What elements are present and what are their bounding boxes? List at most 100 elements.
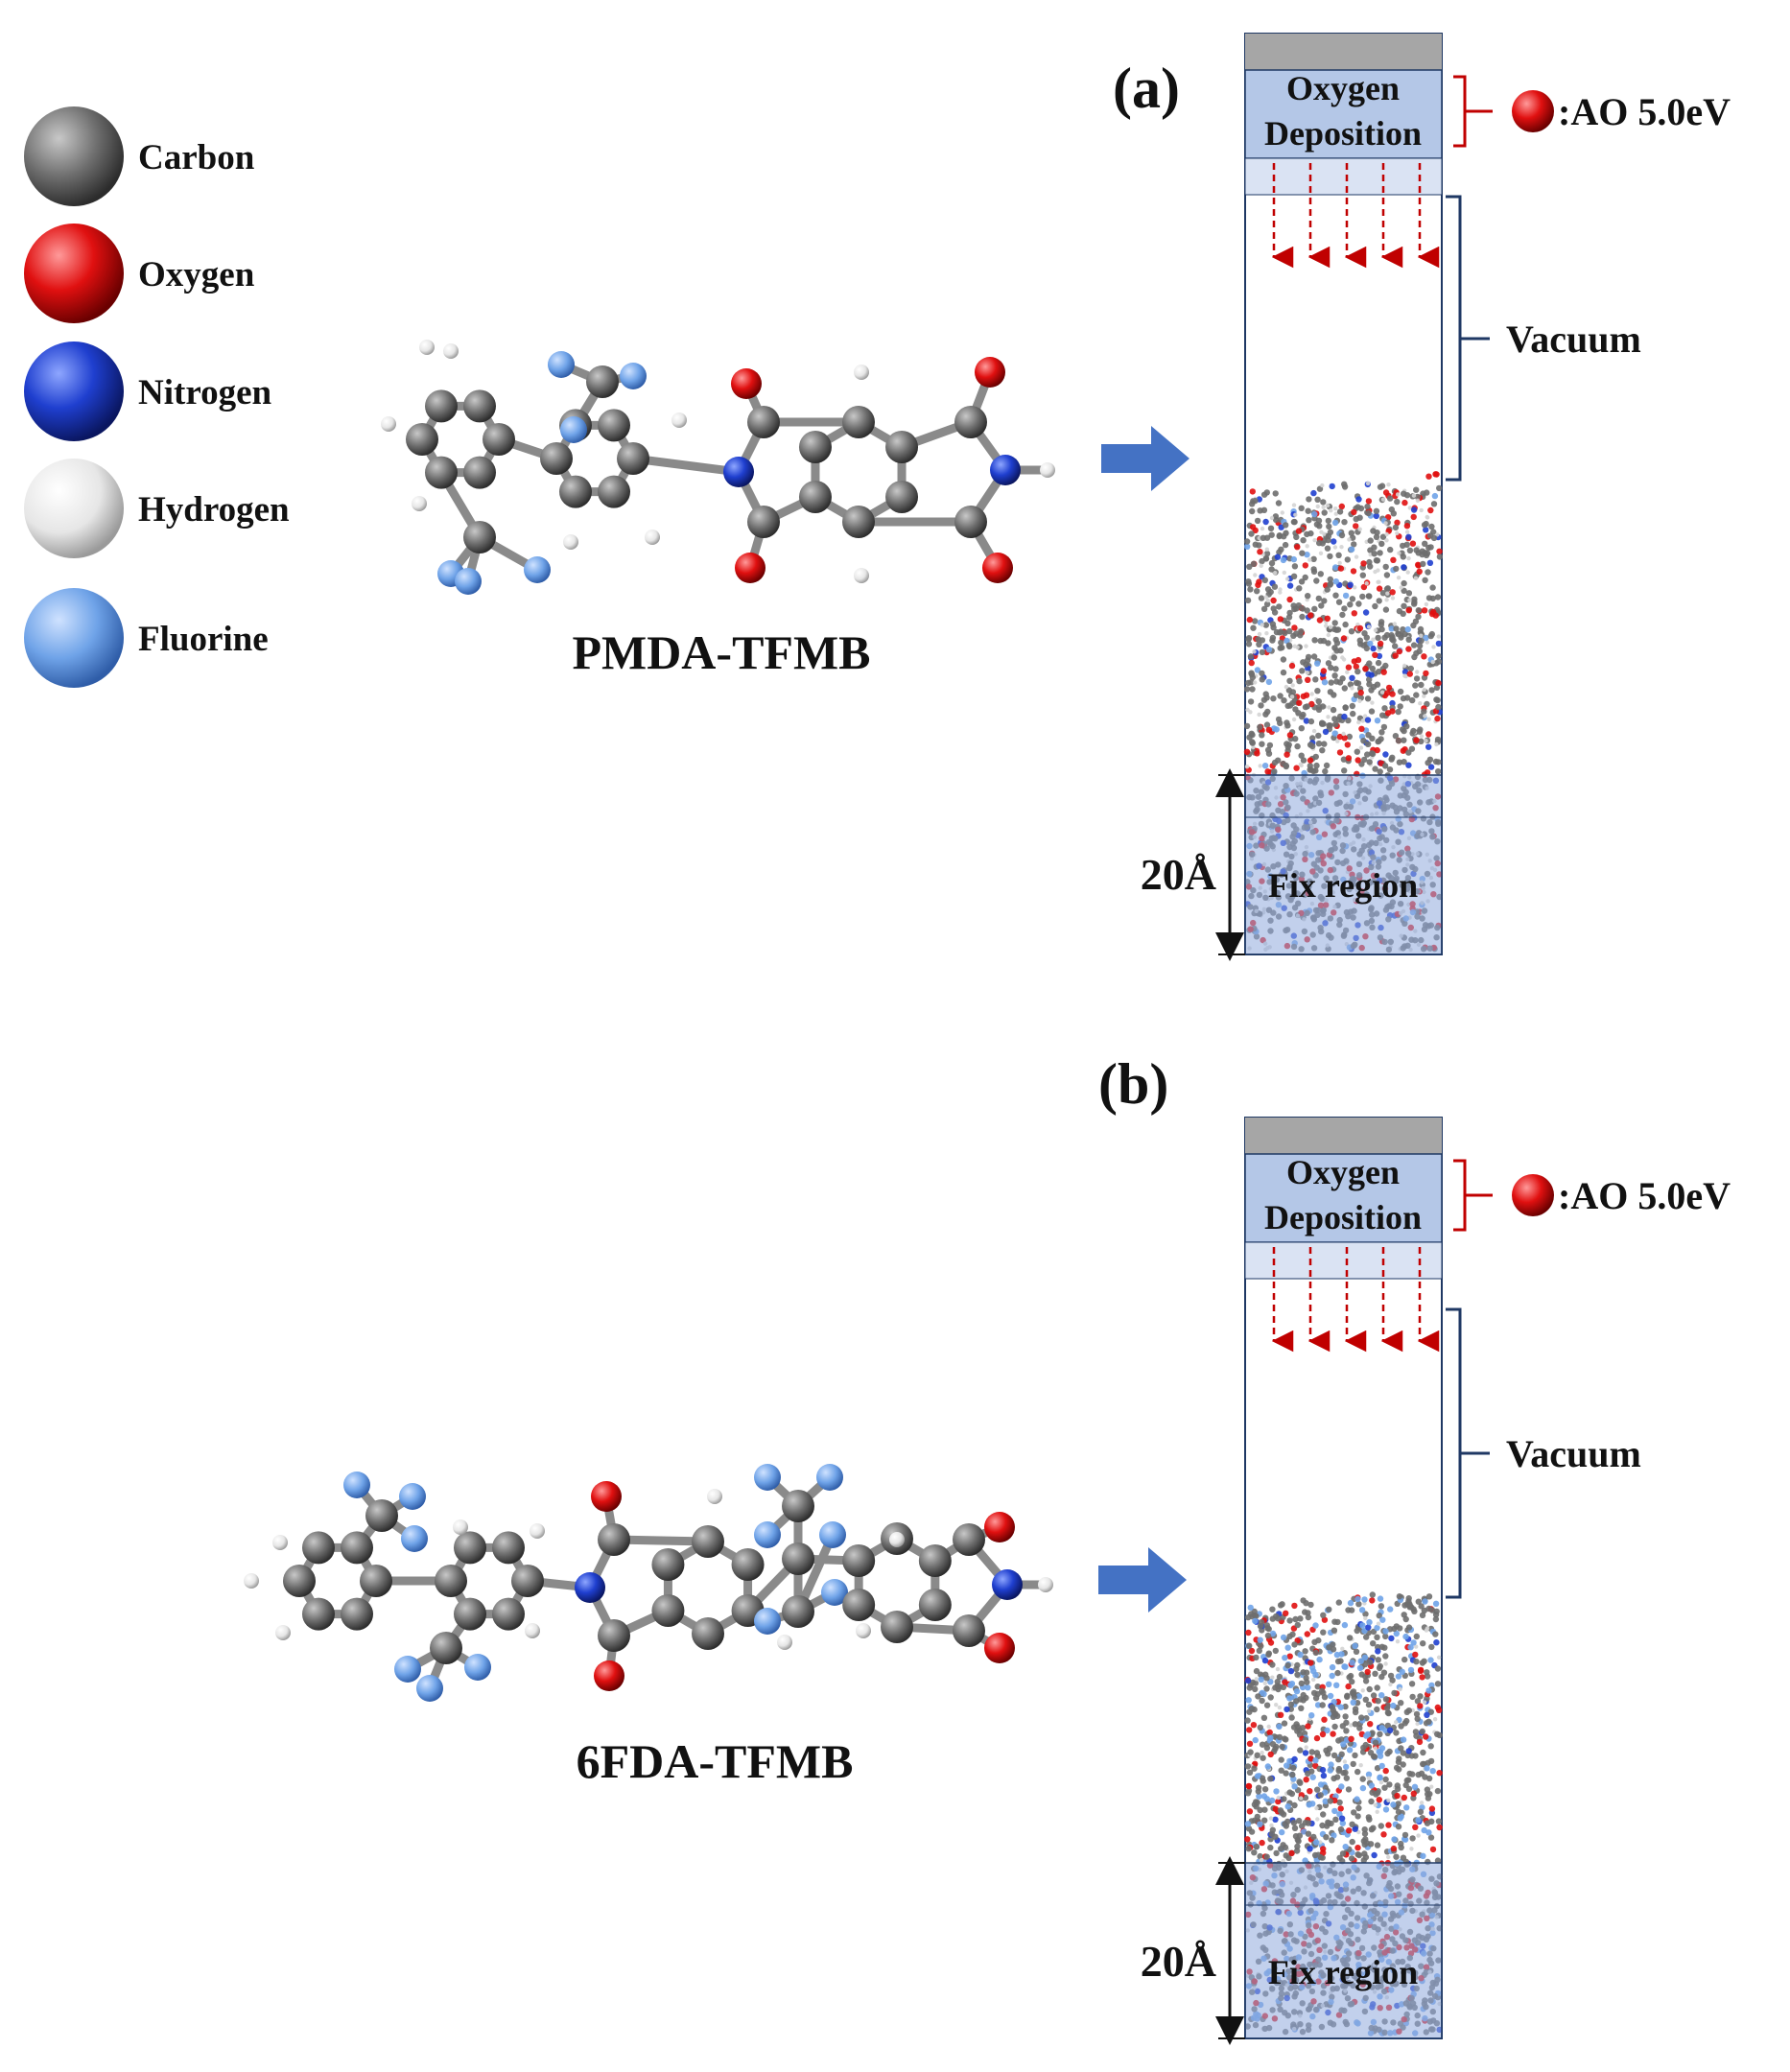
carbon-atom: [1263, 1685, 1270, 1692]
carbon-atom: [1350, 1760, 1356, 1768]
carbon-atom: [492, 1597, 525, 1631]
carbon-atom: [1382, 1653, 1389, 1660]
carbon-atom: [1434, 594, 1442, 600]
carbon-atom: [1341, 605, 1348, 612]
carbon-atom: [1261, 1806, 1268, 1813]
carbon-atom: [1249, 739, 1256, 745]
fluorine-atom: [1293, 1688, 1301, 1695]
nitrogen-atom: [1272, 1816, 1279, 1824]
carbon-atom: [1270, 695, 1277, 702]
carbon-atom: [1293, 1698, 1300, 1705]
carbon-atom: [1420, 1640, 1426, 1647]
carbon-atom: [1353, 515, 1359, 523]
carbon-atom: [1305, 1770, 1311, 1778]
oxygen-atom: [1264, 768, 1271, 775]
carbon-atom: [1267, 1844, 1274, 1851]
carbon-atom: [1424, 1673, 1431, 1680]
carbon-atom: [1423, 520, 1429, 528]
carbon-atom: [1258, 702, 1264, 709]
hydrogen-atom: [1291, 503, 1297, 507]
carbon-atom: [1436, 484, 1443, 492]
hydrogen-atom: [671, 412, 687, 428]
hydrogen-atom: [1299, 763, 1304, 768]
fluorine-atom: [1322, 1798, 1329, 1805]
carbon-atom: [1328, 664, 1334, 671]
fluorine-atom: [1377, 1595, 1384, 1602]
carbon-atom: [1327, 576, 1334, 583]
nitrogen-atom: [1286, 582, 1294, 589]
carbon-atom: [1367, 1750, 1375, 1756]
carbon-atom: [1320, 1612, 1327, 1619]
nitrogen-atom: [1386, 1727, 1394, 1734]
carbon-atom: [1374, 557, 1381, 564]
carbon-atom: [1401, 1612, 1407, 1618]
hydrogen-atom: [1371, 637, 1376, 642]
carbon-atom: [1378, 483, 1386, 489]
hydrogen-atom: [1429, 1784, 1434, 1789]
carbon-atom: [1331, 1627, 1338, 1634]
nitrogen-atom: [1291, 1755, 1298, 1763]
carbon-atom: [1277, 1602, 1284, 1609]
carbon-atom: [1314, 1786, 1321, 1793]
carbon-atom: [1260, 1754, 1266, 1761]
fluorine-atom: [416, 1675, 443, 1702]
fluorine-atom: [401, 1525, 428, 1552]
carbon-atom: [1260, 534, 1267, 541]
vacuum-bracket-b: [1446, 1307, 1490, 1599]
carbon-atom: [1260, 1714, 1268, 1722]
carbon-atom: [1335, 1767, 1342, 1775]
carbon-atom: [1342, 621, 1349, 628]
carbon-atom: [1422, 540, 1428, 547]
carbon-atom: [1319, 747, 1326, 754]
carbon-atom: [1321, 741, 1328, 747]
carbon-atom: [1257, 507, 1263, 514]
carbon-atom: [1359, 1776, 1366, 1782]
carbon-atom: [1361, 1850, 1368, 1857]
carbon-atom: [1398, 1745, 1404, 1752]
carbon-atom: [1430, 501, 1438, 507]
carbon-atom: [731, 1548, 765, 1581]
carbon-atom: [1296, 585, 1303, 592]
carbon-atom: [598, 475, 630, 508]
carbon-atom: [1358, 1714, 1365, 1721]
nitrogen-atom: [992, 1569, 1023, 1600]
fluorine-atom: [1352, 1642, 1358, 1650]
oxygen-atom: [1429, 1846, 1437, 1853]
carbon-atom: [425, 456, 458, 489]
carbon-atom: [1375, 1657, 1382, 1663]
hydrogen-atom: [1373, 1746, 1378, 1751]
hydrogen-atom: [1362, 714, 1368, 718]
carbon-atom: [1379, 533, 1387, 540]
carbon-atom: [1375, 1698, 1381, 1705]
nitrogen-atom: [1338, 1815, 1346, 1822]
carbon-atom: [1409, 1693, 1416, 1701]
oxygen-atom: [1353, 523, 1359, 530]
carbon-atom: [798, 431, 832, 463]
hydrogen-atom: [1260, 623, 1264, 627]
carbon-atom: [1395, 1824, 1402, 1830]
nitrogen-atom: [1329, 483, 1335, 490]
carbon-atom: [1380, 723, 1388, 731]
hydrogen-atom: [1377, 579, 1381, 584]
carbon-atom: [1405, 749, 1412, 756]
fluorine-atom: [1257, 1636, 1263, 1643]
hydrogen-atom: [777, 1635, 792, 1650]
carbon-atom: [1266, 742, 1274, 749]
carbon-atom: [1318, 602, 1325, 609]
fluorine-atom: [524, 556, 551, 583]
carbon-atom: [1274, 1678, 1282, 1685]
fluorine-atom: [1254, 1773, 1261, 1779]
carbon-atom: [1247, 1749, 1254, 1755]
carbon-atom: [1326, 1745, 1333, 1753]
carbon-atom: [1325, 1751, 1331, 1757]
hydrogen-atom: [1273, 571, 1278, 576]
oxygen-atom: [1423, 670, 1429, 677]
carbon-atom: [1253, 1667, 1260, 1675]
oxygen-atom: [1259, 1839, 1265, 1847]
fluorine-atom: [1314, 1702, 1322, 1708]
carbon-atom: [1308, 1749, 1315, 1755]
carbon-atom: [1327, 529, 1334, 536]
fluorine-atom: [1377, 1774, 1383, 1781]
hydrogen-atom: [1321, 505, 1326, 509]
nitrogen-atom: [1284, 1706, 1290, 1713]
